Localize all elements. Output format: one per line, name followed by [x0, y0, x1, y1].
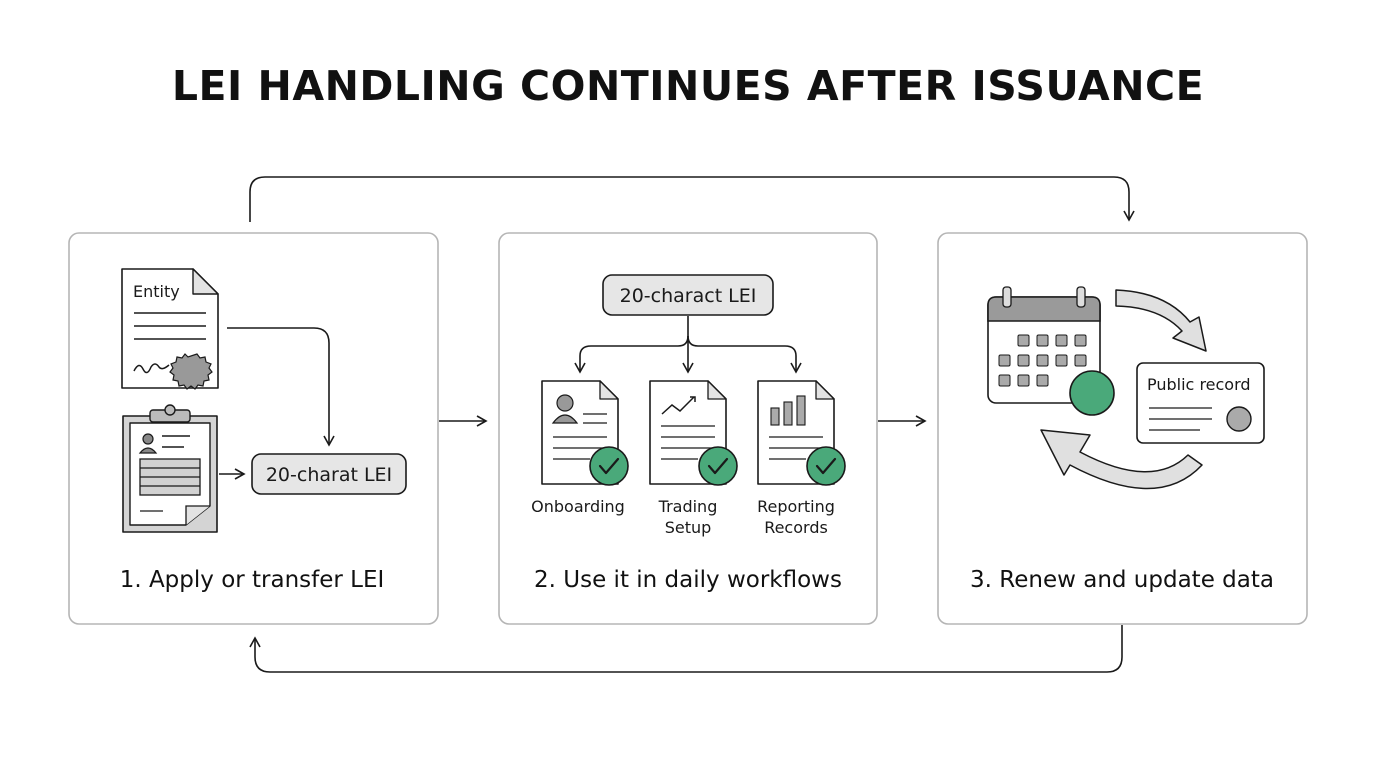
workflow-label-trading-line2: Setup [665, 518, 712, 537]
check-icon [589, 446, 629, 486]
workflow-label-reporting-line1: Reporting [757, 497, 835, 516]
entity-document-label: Entity [133, 282, 180, 301]
workflow-label-onboarding: Onboarding [531, 497, 625, 516]
lei-pill-step2: 20-charact LEI [602, 274, 774, 316]
loop-arrow-bottom [249, 625, 1123, 673]
step-1-label: 1. Apply or transfer LEI [120, 567, 385, 593]
renew-arrow-top-icon [1115, 289, 1207, 352]
reporting-document-icon [757, 380, 846, 486]
onboarding-document-icon [541, 380, 629, 486]
entity-document-icon: Entity [121, 268, 219, 390]
clipboard-icon [122, 404, 218, 533]
check-icon [806, 446, 846, 486]
trading-document-icon [649, 380, 738, 486]
loop-arrow-top [249, 176, 1135, 222]
renew-arrow-bottom-icon [1040, 429, 1203, 490]
step-2-label: 2. Use it in daily workflows [534, 567, 842, 593]
step-3-panel: Public record 3. Renew and update data [937, 232, 1308, 625]
public-record-card-icon: Public record [1136, 362, 1265, 444]
step-2-panel: 20-charact LEI [498, 232, 878, 625]
lei-pill-step1-label: 20-charat LEI [266, 464, 392, 486]
page-title: LEI HANDLING CONTINUES AFTER ISSUANCE [171, 62, 1205, 110]
workflow-label-trading-line1: Trading [658, 497, 718, 516]
seal-icon [169, 353, 213, 390]
step-1-panel: Entity [68, 232, 439, 625]
branch-connectors [574, 316, 802, 374]
public-record-label: Public record [1147, 375, 1251, 394]
lei-pill-step1: 20-charat LEI [251, 453, 407, 495]
workflow-label-reporting-line2: Records [764, 518, 828, 537]
step-3-label: 3. Renew and update data [970, 567, 1274, 593]
calendar-icon [987, 286, 1115, 416]
check-icon [698, 446, 738, 486]
lei-pill-step2-label: 20-charact LEI [620, 285, 757, 307]
